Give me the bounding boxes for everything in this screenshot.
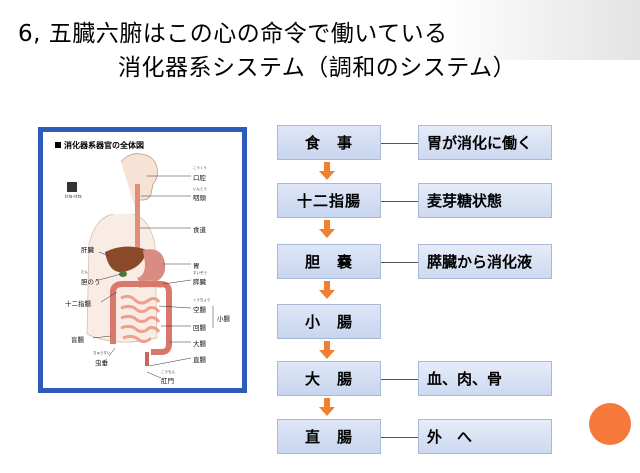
label-liver: 肝臓	[81, 246, 94, 254]
label-stomach: 胃	[193, 262, 200, 270]
connector-line	[381, 143, 418, 144]
slide-title-line-2: 消化器系システム（調和のシステム）	[118, 55, 517, 81]
desc-meal: 胃が消化に働く	[418, 125, 552, 160]
flow-step-gallbladder: 胆 嚢	[277, 244, 381, 279]
label-cecum: 盲腸	[71, 336, 84, 344]
down-arrow-icon	[319, 341, 335, 359]
connector-line	[381, 262, 418, 263]
appendix-ruby: ちゅうすい	[93, 351, 111, 355]
desc-duodenum: 麦芽糖状態	[418, 183, 552, 218]
label-pancreas: 膵臓	[193, 278, 206, 286]
flow-step-duodenum: 十二指腸	[277, 183, 381, 218]
corner-shade	[440, 0, 640, 60]
figure-caption: 消化器系器官の全体図	[55, 140, 144, 151]
slide-title-line-1: 6, 五臓六腑はこの心の命令で働いている	[18, 21, 448, 47]
label-appendix: 虫垂	[95, 359, 108, 367]
connector-line	[381, 437, 418, 438]
mouth-ruby: こうくう	[193, 166, 207, 170]
desc-large-intestine: 血、肉、骨	[418, 361, 552, 396]
label-mouth: 口腔	[193, 174, 206, 182]
pancreas-ruby: すいぞう	[193, 271, 207, 275]
gallbladder-ruby: たん	[81, 270, 88, 274]
label-ileum: 回腸	[193, 324, 206, 332]
label-anus: 肛門	[161, 377, 174, 385]
down-arrow-icon	[319, 281, 335, 299]
label-esophagus: 食道	[193, 226, 206, 234]
down-arrow-icon	[319, 398, 335, 416]
flow-step-rectum: 直 腸	[277, 419, 381, 454]
label-duodenum: 十二指腸	[65, 300, 91, 308]
decorative-orange-circle	[589, 403, 631, 445]
down-arrow-icon	[319, 162, 335, 180]
flow-step-meal: 食 事	[277, 125, 381, 160]
jejunum-ruby: くうちょう	[193, 298, 211, 302]
connector-line	[381, 379, 418, 380]
down-arrow-icon	[319, 220, 335, 238]
digestive-system-figure: 消化器系器官の全体図	[38, 127, 247, 393]
label-small-intestine: 小腸	[217, 315, 230, 323]
flow-step-small-intestine: 小 腸	[277, 304, 381, 339]
label-gallbladder: 胆のう	[81, 278, 101, 286]
pharynx-ruby: いんとう	[193, 187, 207, 191]
digestive-system-illustration	[67, 153, 214, 379]
label-rectum: 直腸	[193, 356, 206, 364]
desc-gallbladder: 膵臓から消化液	[418, 244, 552, 279]
flow-step-large-intestine: 大 腸	[277, 361, 381, 396]
label-jejunum: 空腸	[193, 306, 206, 314]
connector-line	[381, 201, 418, 202]
label-large-intestine: 大腸	[193, 340, 206, 348]
anus-ruby: こうもん	[161, 370, 175, 374]
label-pharynx: 咽頭	[193, 194, 206, 202]
desc-rectum: 外 へ	[418, 419, 552, 454]
figure-logo: iris-iris	[65, 194, 82, 200]
